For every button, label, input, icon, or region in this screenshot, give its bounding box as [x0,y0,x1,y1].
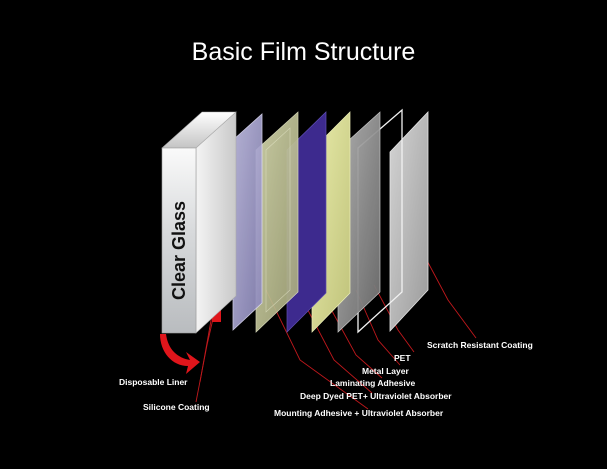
label-pet: PET [394,353,411,363]
label-metal-layer: Metal Layer [362,366,409,376]
leader-mounting-adhesive [265,289,369,410]
mounting-adhesive-inner-edge [265,127,291,313]
removal-arrow-icon [160,334,200,374]
label-scratch-resistant-coating: Scratch Resistant Coating [427,340,533,350]
clear-glass-front [161,147,197,334]
leader-laminating-adhesive [325,299,383,379]
label-silicone-coating: Silicone Coating [143,402,210,412]
leader-pet [373,284,415,353]
label-laminating-adhesive: Laminating Adhesive [330,378,415,388]
label-disposable-liner: Disposable Liner [119,377,188,387]
leader-scratch-resistant [423,254,477,339]
silicone-coating-mark [212,308,221,322]
disposable-liner-layer [232,113,263,331]
scratch-resistant-layer [389,110,429,333]
clear-glass-block: Clear Glass [161,111,237,334]
label-mounting-adhesive: Mounting Adhesive + Ultraviolet Absorber [274,408,444,418]
leader-deep-dyed-pet [299,294,373,394]
clear-glass-side [195,111,237,334]
clear-glass-label: Clear Glass [169,201,189,300]
label-deep-dyed-pet: Deep Dyed PET+ Ultraviolet Absorber [300,391,452,401]
page-title: Basic Film Structure [191,38,416,66]
